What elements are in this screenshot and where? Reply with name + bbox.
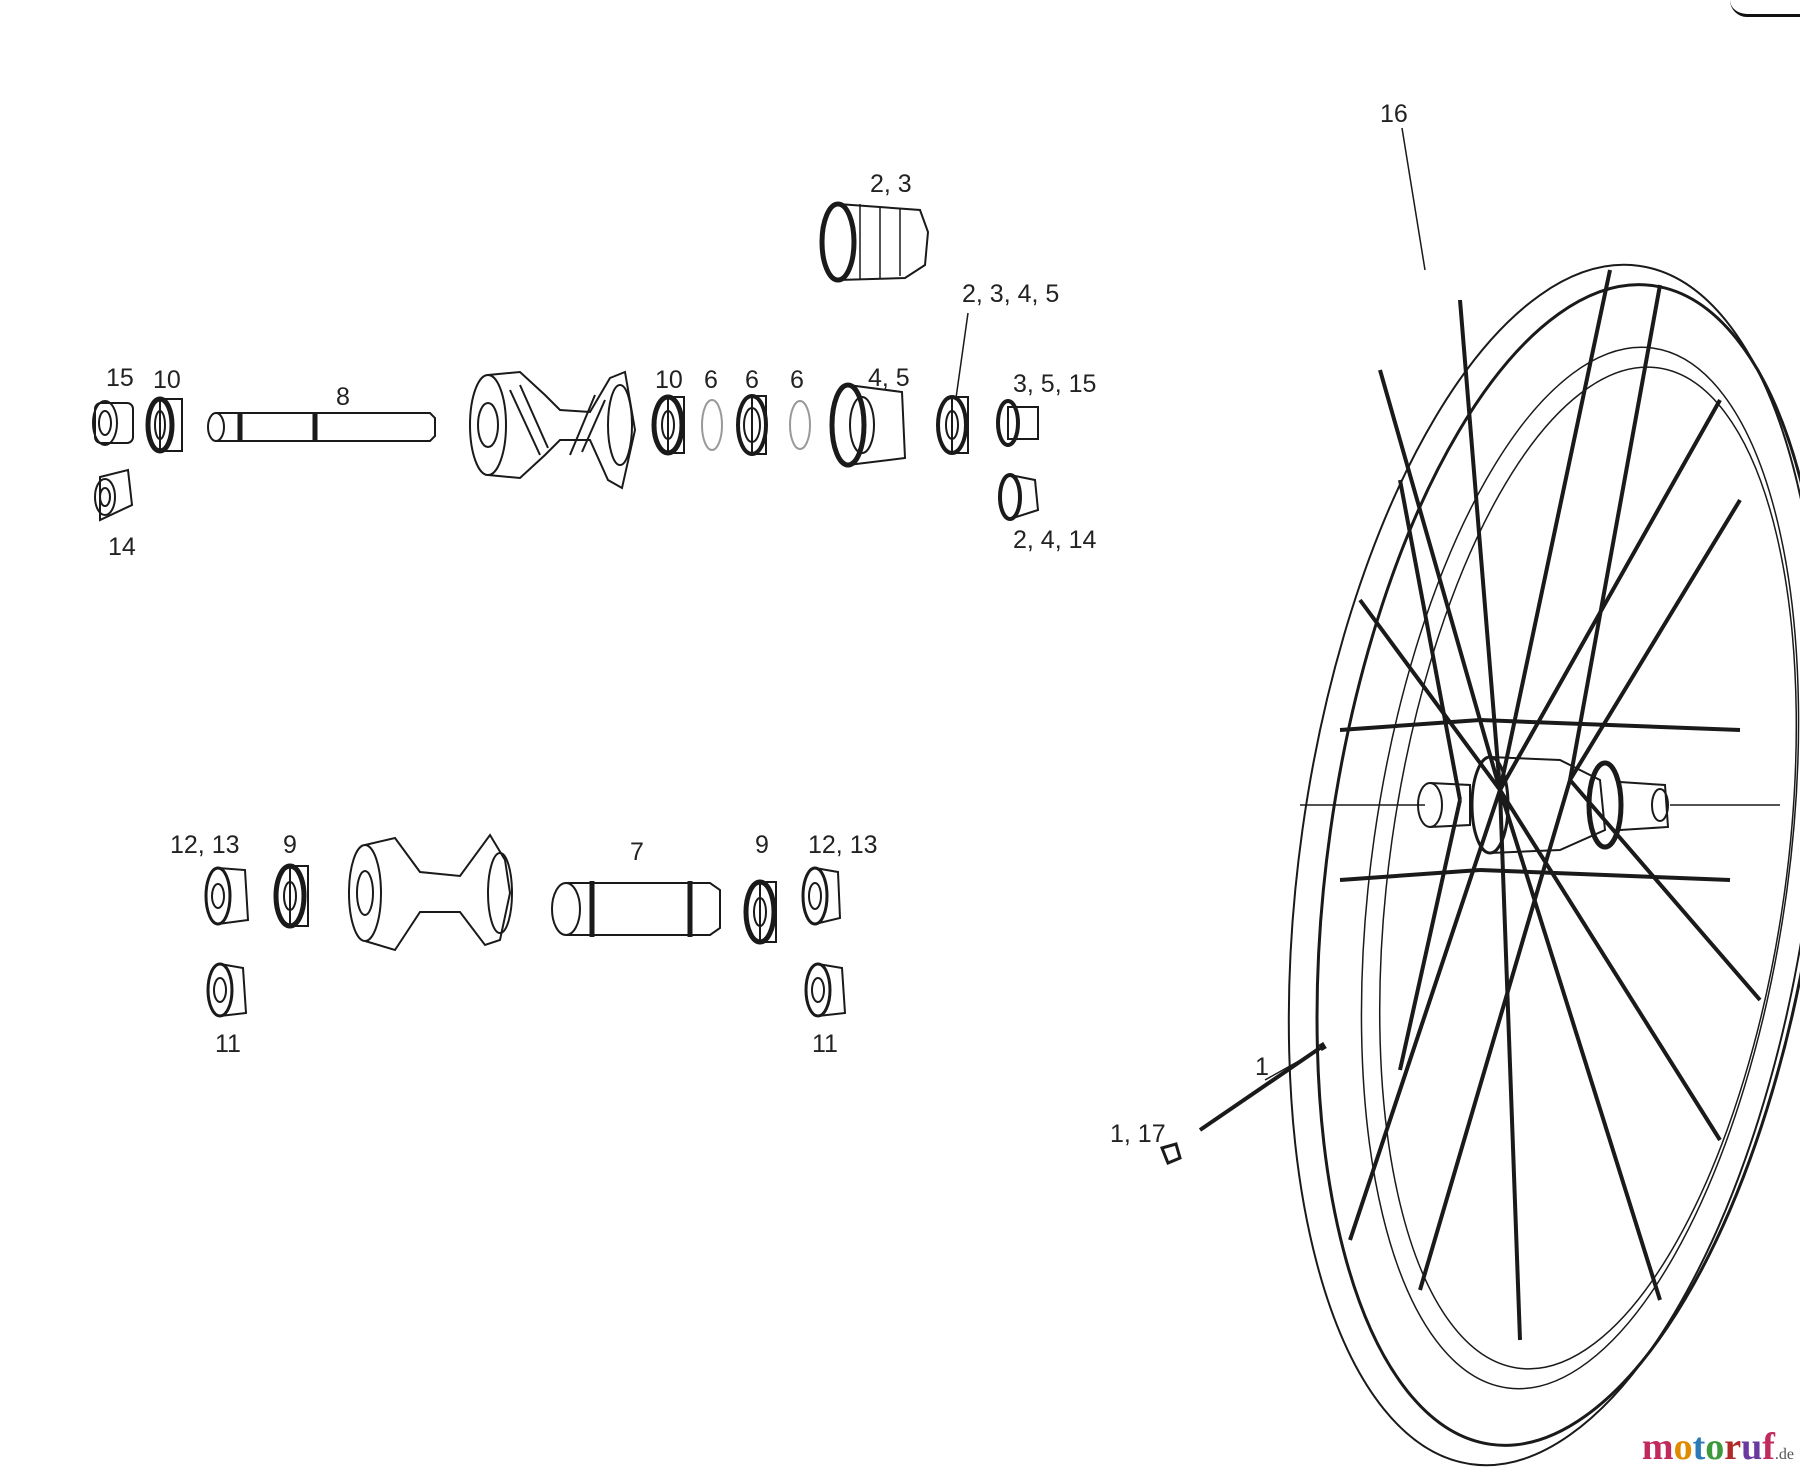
spokes — [1339, 269, 1762, 1341]
corner-mark — [1730, 0, 1800, 17]
part-1-spoke-nipple — [1159, 1041, 1327, 1165]
part-14-endcap — [94, 468, 134, 522]
callout-12-13-right: 12, 13 — [808, 831, 878, 859]
part-4-5-freehub — [829, 382, 907, 468]
part-12-13-endcap-right — [801, 866, 842, 926]
part-12-13-endcap-left — [204, 866, 250, 926]
part-2-3-cassette-body — [819, 201, 930, 283]
front-hub-shell — [348, 833, 513, 952]
callout-9-left: 9 — [283, 831, 297, 859]
part-6-ring-b — [789, 400, 811, 450]
callout-4-5: 4, 5 — [868, 364, 910, 392]
part-2-3-4-5-bearing — [936, 395, 969, 455]
callout-1: 1 — [1255, 1053, 1269, 1081]
part-7-axle — [551, 881, 721, 937]
callout-1-17: 1, 17 — [1110, 1120, 1166, 1148]
part-10-bearing-left — [145, 396, 183, 454]
wheel-hub — [1300, 755, 1780, 855]
part-3-5-15-endcap — [996, 399, 1039, 447]
callout-15: 15 — [106, 364, 134, 392]
callout-3-5-15: 3, 5, 15 — [1013, 370, 1096, 398]
part-10-bearing-right — [651, 394, 685, 456]
part-8-axle — [207, 412, 436, 442]
callout-7: 7 — [630, 838, 644, 866]
part-9-bearing-left — [273, 863, 309, 929]
leader-16 — [1401, 127, 1426, 271]
callout-9-right: 9 — [755, 831, 769, 859]
callout-11-left: 11 — [215, 1030, 241, 1058]
callout-12-13-left: 12, 13 — [170, 831, 240, 859]
part-6-pawl-ring — [736, 394, 768, 456]
callout-16: 16 — [1380, 100, 1408, 128]
part-11-endcap-right — [804, 962, 847, 1018]
part-15-endcap — [92, 400, 134, 446]
callout-10-right: 10 — [655, 366, 683, 394]
callout-2-3-4-5: 2, 3, 4, 5 — [962, 280, 1059, 308]
callout-6-c: 6 — [790, 366, 804, 394]
callout-6-a: 6 — [704, 366, 718, 394]
callout-2-3: 2, 3 — [870, 170, 912, 198]
leader-2-3-4-5 — [955, 312, 969, 399]
callout-2-4-14: 2, 4, 14 — [1013, 526, 1096, 554]
rear-hub-shell — [469, 370, 637, 490]
part-6-ring-a — [701, 399, 723, 451]
motoruf-watermark: motoruf.de — [1641, 1426, 1794, 1468]
callout-10-left: 10 — [153, 366, 181, 394]
callout-6-b: 6 — [745, 366, 759, 394]
leader-1 — [1264, 1047, 1323, 1081]
part-2-4-14-endcap — [998, 473, 1040, 521]
part-9-bearing-right — [743, 879, 777, 945]
part-16-rim — [1287, 263, 1800, 1467]
callout-14: 14 — [108, 533, 136, 561]
part-11-endcap-left — [206, 962, 248, 1018]
callout-8: 8 — [336, 383, 350, 411]
callout-11-right: 11 — [812, 1030, 838, 1058]
